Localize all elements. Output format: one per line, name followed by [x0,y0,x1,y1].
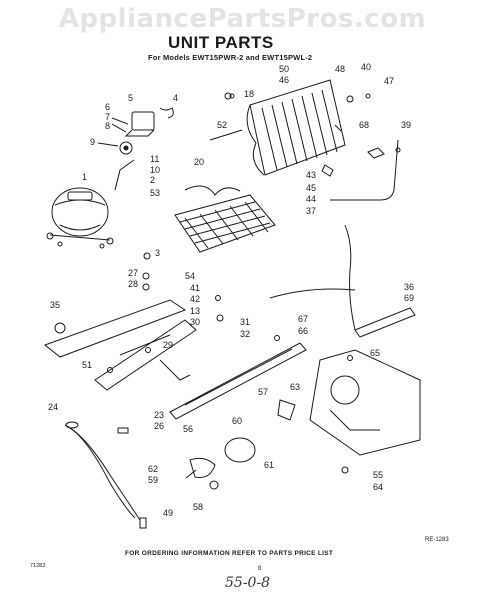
callout-60: 60 [232,416,242,426]
callout-2: 2 [150,175,155,185]
callout-56: 56 [183,424,193,434]
callout-32: 32 [240,329,250,339]
callout-18: 18 [244,89,254,99]
callout-24: 24 [48,402,58,412]
watermark: AppliancePartsPros.com [58,4,427,34]
callout-68: 68 [359,120,369,130]
callout-61: 61 [264,460,274,470]
callout-44: 44 [306,194,316,204]
handwritten-note: 55-0-8 [225,575,271,591]
callout-67: 67 [298,314,308,324]
callout-64: 64 [373,482,383,492]
callout-53: 53 [150,188,160,198]
callout-23: 23 [154,410,164,420]
callout-26: 26 [154,421,164,431]
ordering-note: FOR ORDERING INFORMATION REFER TO PARTS … [125,550,334,557]
model-subtitle: For Models EWT15PWR-2 and EWT15PWL-2 [148,53,313,62]
callout-6: 6 [105,102,110,112]
callout-48: 48 [335,64,345,74]
callout-54: 54 [185,271,195,281]
compressor-drawing [46,187,114,249]
wiring-harness-drawing [64,421,147,529]
callout-7: 7 [105,112,110,122]
callout-57: 57 [258,387,268,397]
callout-52: 52 [217,120,227,130]
page-number: 8 [258,566,262,572]
callout-27: 27 [128,268,138,278]
callout-36: 36 [404,282,414,292]
callout-47: 47 [384,76,394,86]
callout-42: 42 [190,294,200,304]
callout-1: 1 [82,172,87,182]
callout-51: 51 [82,360,92,370]
page-title: UNIT PARTS [168,33,274,52]
callout-62: 62 [148,464,158,474]
suction-line-drawing [269,139,401,331]
callout-46: 46 [279,75,289,85]
callout-13: 13 [190,306,200,316]
callout-28: 28 [128,279,138,289]
callout-41: 41 [190,283,200,293]
evaporator-drawing [174,185,276,253]
callout-10: 10 [150,165,160,175]
callout-45: 45 [306,183,316,193]
callout-35: 35 [50,300,60,310]
callout-43: 43 [306,170,316,180]
callout-59: 59 [148,475,158,485]
callout-37: 37 [306,206,316,216]
cover-bracket-drawing [309,307,421,456]
callout-4: 4 [173,93,178,103]
callout-55: 55 [373,470,383,480]
base-rails-drawing [43,299,197,391]
callout-40: 40 [361,62,371,72]
fan-motor-drawing [185,399,296,490]
callout-58: 58 [193,502,203,512]
callout-3: 3 [155,248,160,258]
callout-49: 49 [163,508,173,518]
callout-8: 8 [105,121,110,131]
reference-number: RE-1283 [425,537,449,543]
callout-20: 20 [194,157,204,167]
channel-rail-drawing [169,342,307,420]
callout-9: 9 [90,137,95,147]
callout-11: 11 [150,154,159,164]
callout-30: 30 [190,317,200,327]
corner-code: 71283 [30,563,46,569]
callout-29: 29 [163,340,173,350]
callout-63: 63 [290,382,300,392]
callout-39: 39 [401,120,411,130]
callout-69: 69 [404,293,414,303]
hardware-screws-drawing [54,93,385,474]
relay-assembly-drawing [97,107,174,191]
callout-50: 50 [279,64,289,74]
callout-66: 66 [298,326,308,336]
condenser-coil-drawing [209,79,346,176]
callout-31: 31 [240,317,250,327]
callout-5: 5 [128,93,133,103]
callout-65: 65 [370,348,380,358]
